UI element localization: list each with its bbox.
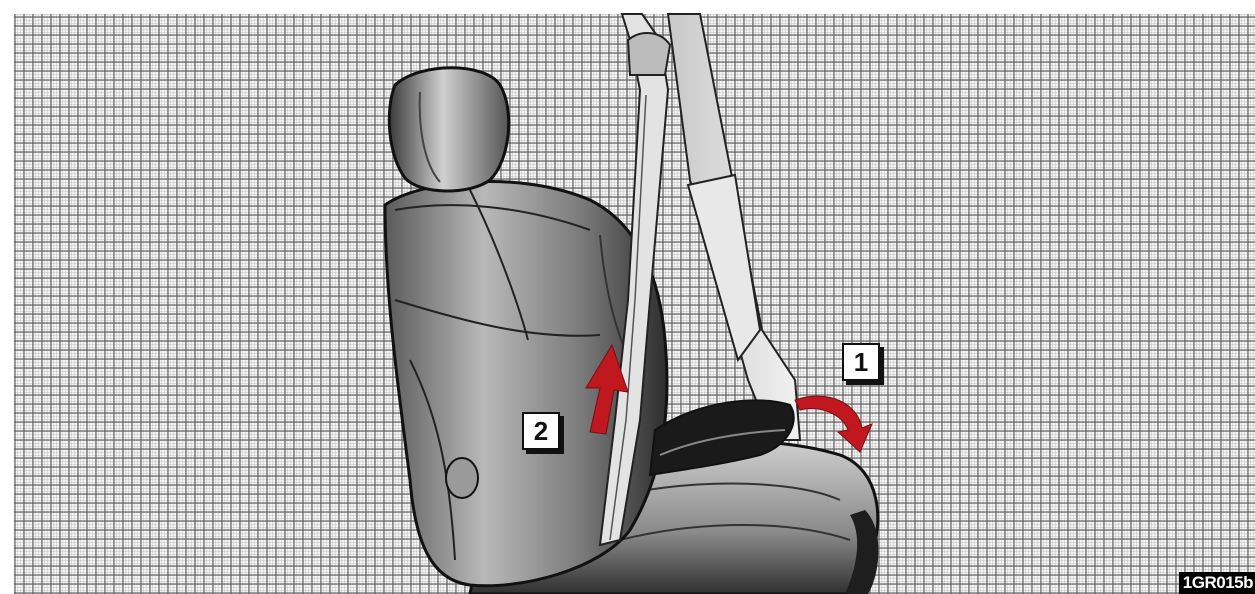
callout-1: 1 <box>842 343 880 381</box>
curved-arrow-icon <box>795 396 872 452</box>
headrest <box>389 68 508 191</box>
pillar <box>668 14 800 440</box>
figure-code-label: 1GR015b <box>1179 572 1255 594</box>
callout-2: 2 <box>522 412 560 450</box>
